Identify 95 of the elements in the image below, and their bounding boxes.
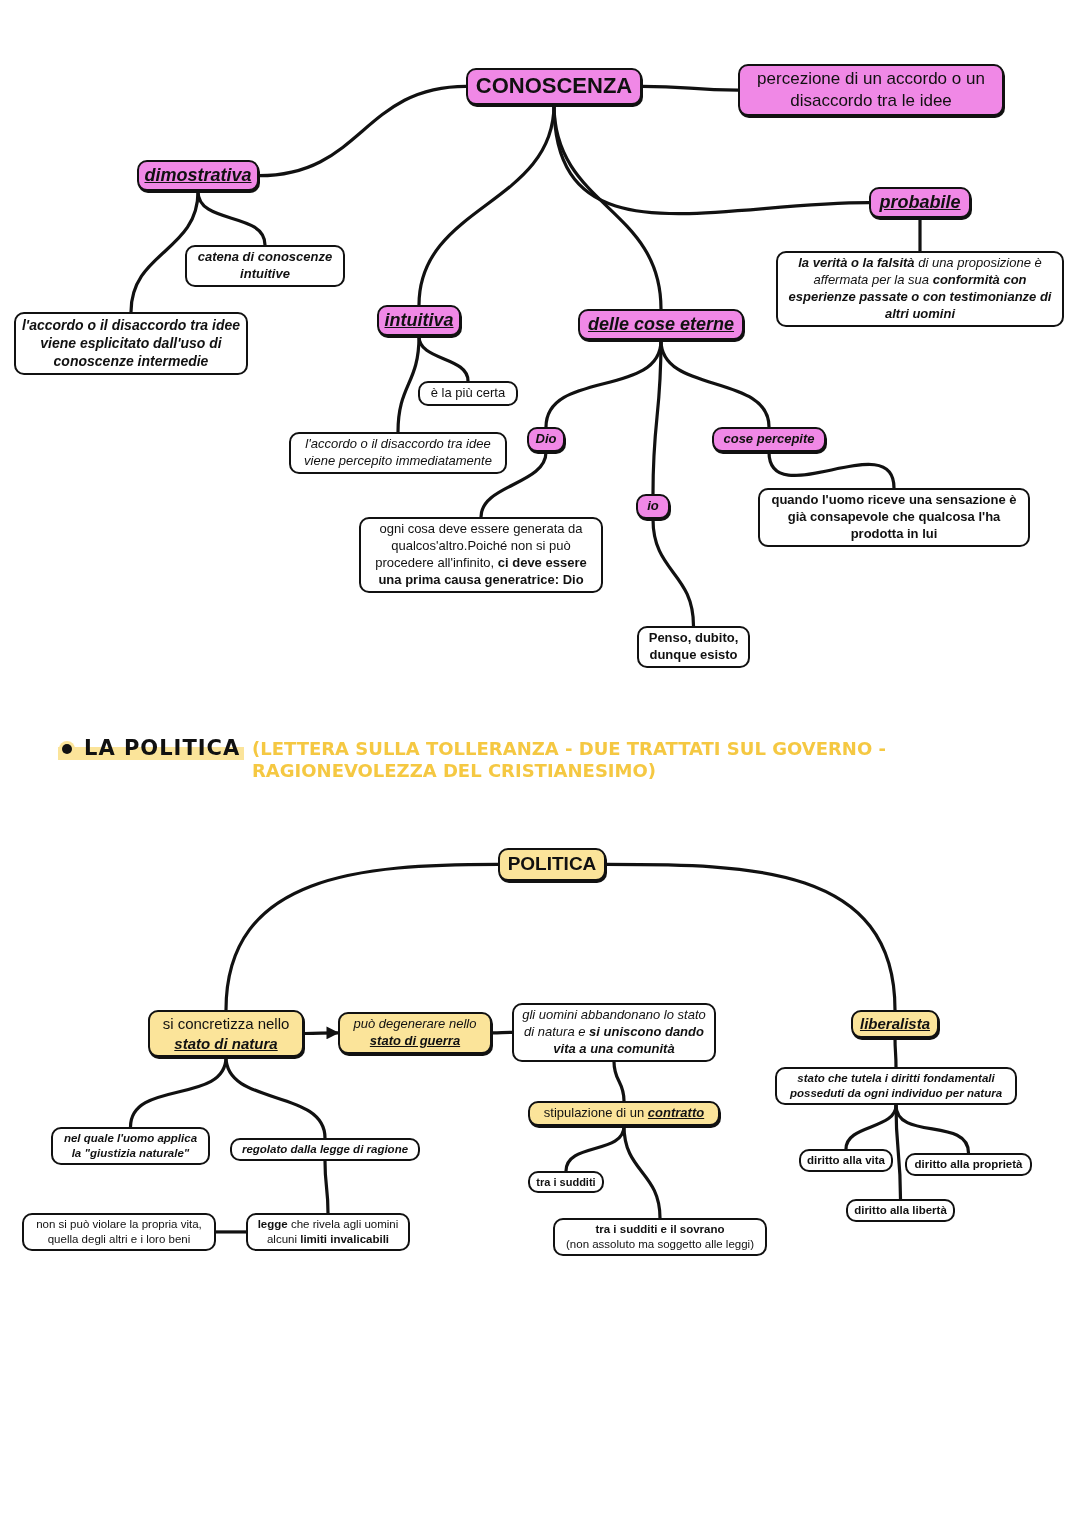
concept-box bbox=[137, 160, 259, 192]
note-box bbox=[846, 1199, 955, 1222]
node-text: probabile bbox=[878, 191, 962, 214]
connector-line bbox=[659, 340, 771, 428]
section-subtitle: (LETTERA SULLA TOLLERANZA - DUE TRATTATI SUL GOVERNO - RAGIONEVOLEZZA DEL CRISTIANESIMO) bbox=[252, 738, 887, 782]
node-text: CONOSCENZA bbox=[474, 72, 634, 100]
note-box bbox=[637, 626, 750, 668]
connector-line bbox=[196, 191, 267, 246]
note-box bbox=[246, 1213, 410, 1251]
connector-line bbox=[606, 862, 897, 1011]
node-text: l'accordo o il disaccordo tra idee viene esplicitato dall'uso di conoscenze intermedie bbox=[21, 316, 241, 371]
note-box bbox=[553, 1218, 767, 1256]
concept-box bbox=[869, 187, 971, 219]
connector-line bbox=[224, 862, 498, 1011]
node-text: POLITICA bbox=[506, 852, 598, 876]
connector-line bbox=[258, 84, 467, 178]
node-text: liberalista bbox=[858, 1014, 931, 1034]
concept-box bbox=[528, 1101, 720, 1126]
connector-line bbox=[216, 1230, 246, 1234]
connector-line bbox=[492, 1030, 512, 1035]
connector-line bbox=[894, 1104, 903, 1199]
connector-line bbox=[564, 1125, 626, 1172]
node-text: diritto alla proprietà bbox=[913, 1157, 1024, 1172]
note-box bbox=[775, 1067, 1017, 1105]
node-text: (non assoluto ma soggetto alle leggi) bbox=[565, 1236, 755, 1252]
node-text: tra i sudditi bbox=[535, 1175, 597, 1190]
note-box bbox=[905, 1153, 1032, 1176]
node-text: delle cose eterne bbox=[586, 313, 736, 336]
note-box bbox=[185, 245, 345, 287]
connector-line bbox=[128, 1056, 228, 1128]
arrow bbox=[304, 1026, 340, 1040]
node-text: stato che tutela i diritti fondamentali posseduti da ogni individuo per natura bbox=[788, 1071, 1004, 1101]
node-text: l'accordo o il disaccordo tra idee viene percepito immediatamente bbox=[303, 436, 493, 470]
connector-line bbox=[612, 1061, 626, 1102]
node-text: cose percepite bbox=[722, 431, 816, 448]
connector-line bbox=[767, 451, 896, 489]
node-text: si concretizza nello stato di natura bbox=[161, 1014, 291, 1053]
connector-line bbox=[417, 336, 470, 382]
node-text: intuitiva bbox=[384, 309, 454, 332]
node-text: diritto alla vita bbox=[806, 1153, 886, 1168]
concept-box bbox=[636, 494, 670, 519]
concept-box bbox=[578, 309, 744, 341]
connector-line bbox=[651, 340, 663, 494]
connector-line bbox=[651, 518, 696, 627]
connector-line bbox=[642, 84, 738, 92]
note-box bbox=[14, 312, 248, 375]
node-text: quando l'uomo riceve una sensazione è già consapevole che qualcosa l'ha prodotta in lui bbox=[770, 492, 1018, 543]
node-text: Penso, dubito, dunque esisto bbox=[647, 630, 740, 664]
connector-line bbox=[893, 1037, 898, 1067]
note-box bbox=[230, 1138, 420, 1161]
note-box bbox=[528, 1171, 604, 1194]
note-box bbox=[22, 1213, 216, 1251]
section-heading: LA POLITICA bbox=[58, 736, 245, 760]
note-box bbox=[289, 432, 507, 474]
concept-box bbox=[466, 68, 642, 105]
concept-box bbox=[851, 1010, 939, 1038]
node-text: regolato dalla legge di ragione bbox=[240, 1142, 410, 1157]
node-text: legge che rivela agli uomini alcuni limiti invalicabili bbox=[256, 1217, 400, 1247]
concept-box bbox=[712, 427, 826, 452]
note-box bbox=[799, 1149, 893, 1172]
node-text: gli uomini abbandonano lo stato di natura e si uniscono dando vita a una comunità bbox=[521, 1007, 707, 1058]
concept-box bbox=[338, 1012, 492, 1054]
concept-box bbox=[527, 427, 565, 452]
concept-box bbox=[498, 848, 606, 881]
concept-box bbox=[377, 305, 461, 337]
node-text: Dio bbox=[534, 431, 558, 448]
note-box bbox=[359, 517, 603, 593]
connector-line bbox=[918, 218, 922, 251]
node-text: nel quale l'uomo applica la "giustizia naturale" bbox=[62, 1131, 199, 1161]
connector-line bbox=[323, 1160, 330, 1213]
node-text: percezione di un accordo o un disaccordo tra le idee bbox=[756, 68, 986, 113]
node-text: la verità o la falsità di una proposizione è affermata per la sua conformità con esperienze passate o con testimonianze di altri uomini bbox=[787, 255, 1053, 323]
concept-box bbox=[738, 64, 1004, 117]
connector-line bbox=[224, 1056, 327, 1139]
note-box bbox=[512, 1003, 716, 1062]
connector-line bbox=[396, 336, 421, 433]
connector-line bbox=[129, 191, 200, 313]
note-box bbox=[758, 488, 1030, 547]
node-text: stipulazione di un contratto bbox=[542, 1105, 706, 1122]
node-text: non si può violare la propria vita, quella degli altri e i loro beni bbox=[35, 1217, 203, 1247]
connector-line bbox=[479, 451, 548, 518]
node-text: catena di conoscenze intuitive bbox=[196, 249, 334, 283]
connector-line bbox=[622, 1125, 662, 1219]
node-text: diritto alla libertà bbox=[853, 1203, 948, 1218]
node-text: è la più certa bbox=[429, 385, 507, 402]
concept-box bbox=[148, 1010, 304, 1057]
note-box bbox=[418, 381, 518, 406]
node-text: può degenerare nello stato di guerra bbox=[352, 1016, 478, 1050]
node-text: tra i sudditi e il sovrano bbox=[594, 1222, 726, 1237]
node-text: dimostrativa bbox=[144, 164, 252, 187]
node-text: io bbox=[646, 498, 660, 515]
node-text: ogni cosa deve essere generata da qualcos'altro.Poiché non si può procedere all'infinito, ci deve essere una prima causa generatrice: Dio bbox=[374, 521, 588, 589]
connector-line bbox=[552, 104, 870, 216]
note-box bbox=[776, 251, 1064, 327]
note-box bbox=[51, 1127, 210, 1165]
